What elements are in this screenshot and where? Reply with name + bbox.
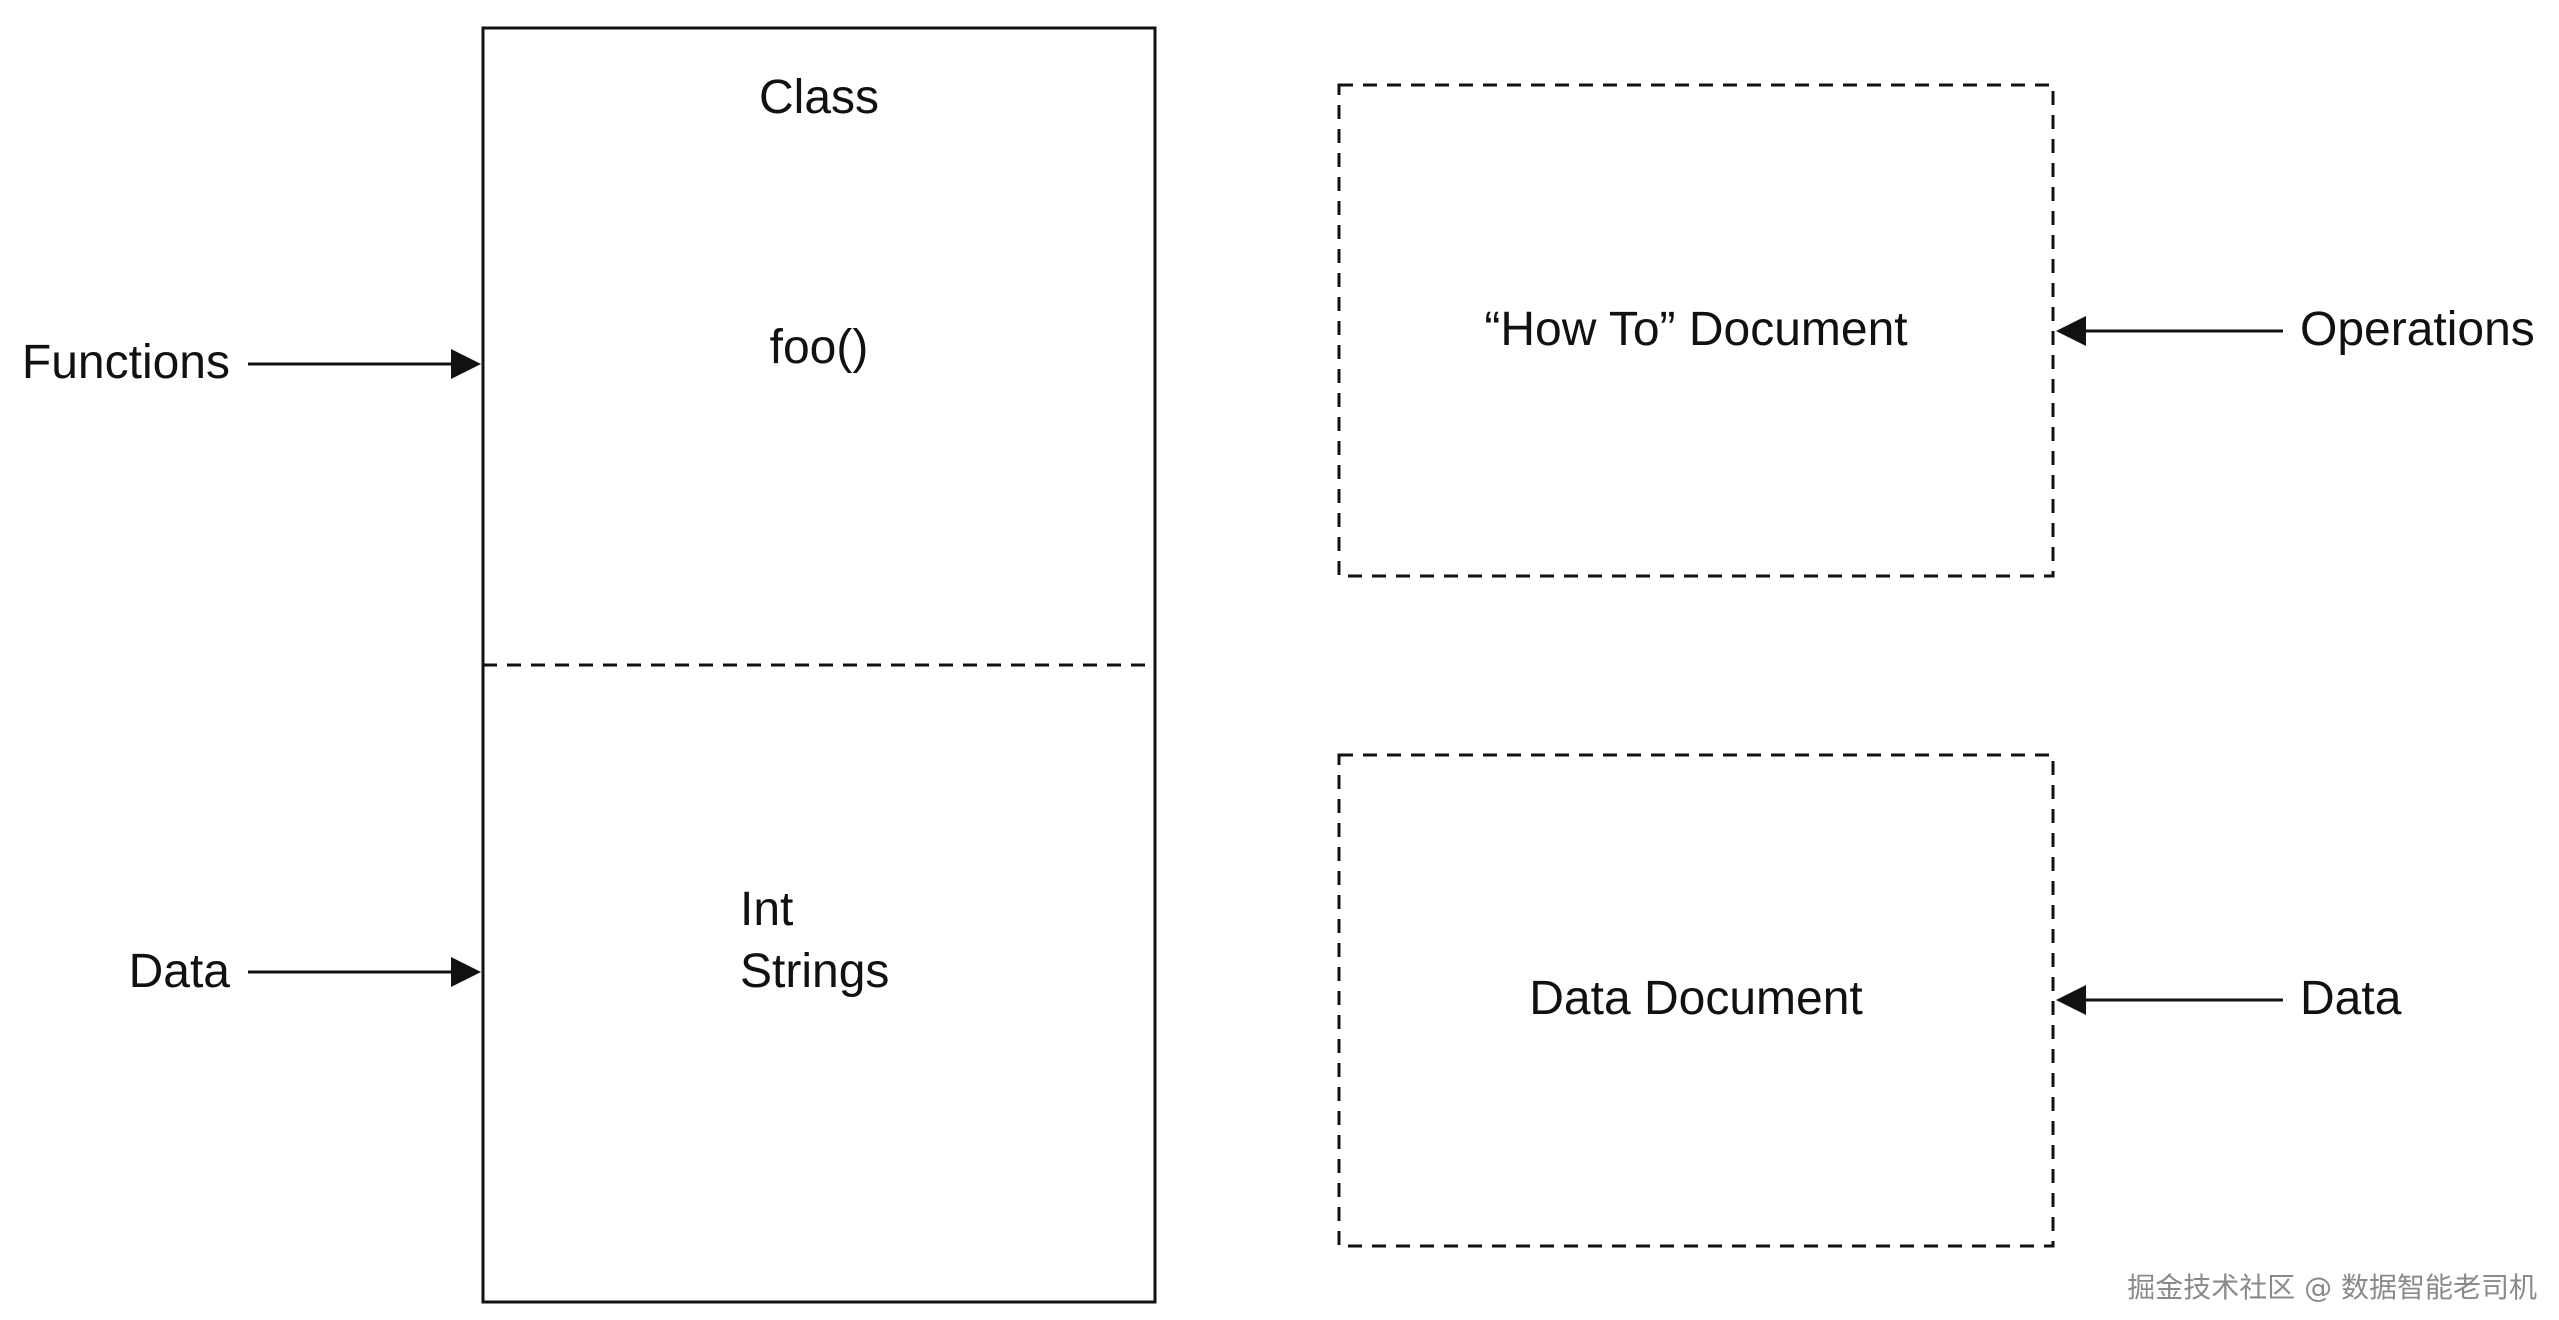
data-document-title: Data Document <box>1529 972 1863 1025</box>
data-label-left: Data <box>129 945 231 998</box>
data-connector-right: Data <box>2056 972 2402 1025</box>
class-title: Class <box>759 71 879 124</box>
class-data-strings: Strings <box>740 945 889 998</box>
data-document-box: Data Document <box>1337 753 2055 1248</box>
data-document-border <box>1337 753 2055 1248</box>
watermark: 掘金技术社区 @ 数据智能老司机 <box>2127 1271 2537 1304</box>
functions-connector: Functions <box>22 336 481 389</box>
how-to-document-border <box>1337 83 2055 578</box>
data-label-right: Data <box>2300 972 2402 1025</box>
operations-label: Operations <box>2300 303 2535 356</box>
class-data-int: Int <box>740 883 793 936</box>
how-to-document-title: “How To” Document <box>1484 303 1907 356</box>
how-to-document-box: “How To” Document <box>1337 83 2055 578</box>
functions-label: Functions <box>22 336 230 389</box>
class-box: Class foo() Int Strings <box>481 26 1157 1304</box>
operations-connector: Operations <box>2056 303 2535 356</box>
data-connector-left: Data <box>129 945 481 998</box>
class-method: foo() <box>770 321 869 374</box>
